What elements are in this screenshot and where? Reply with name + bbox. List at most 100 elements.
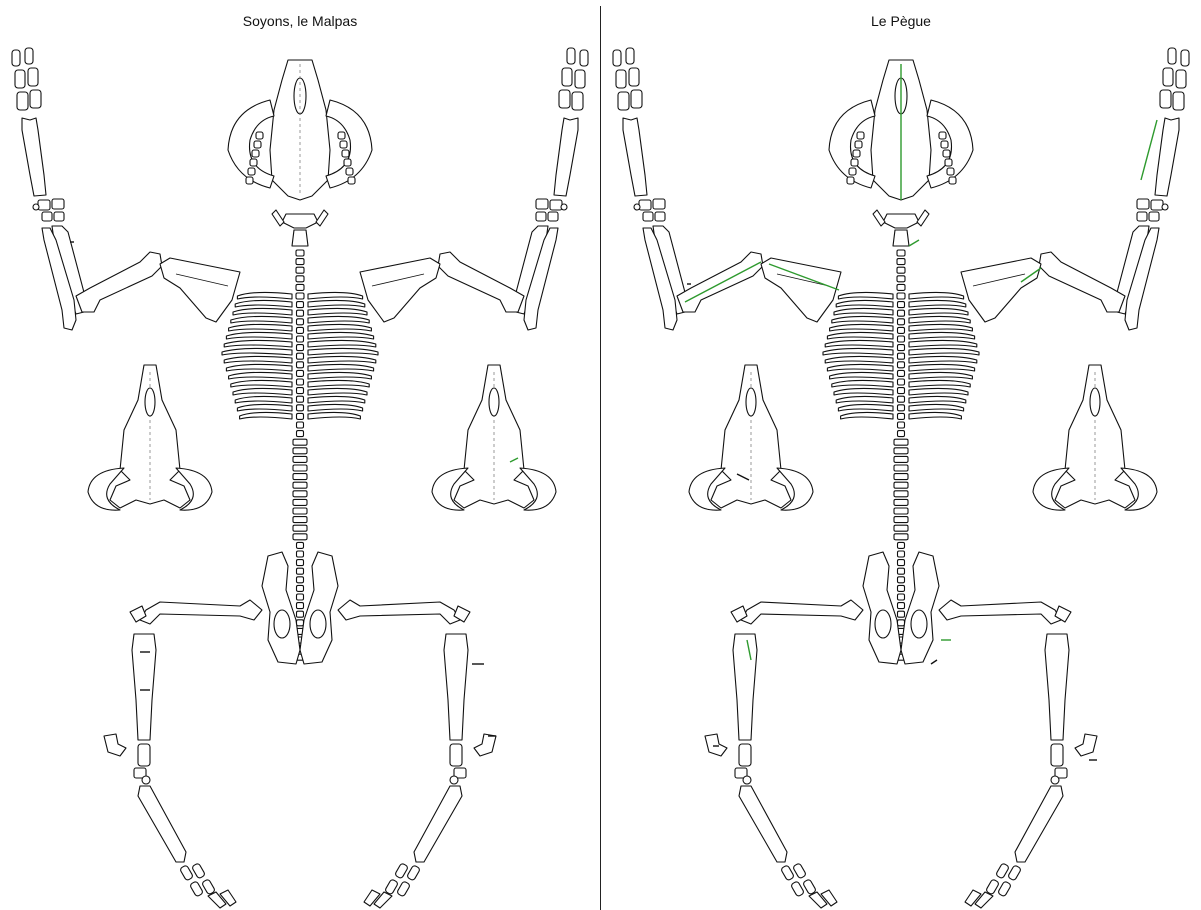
- rib-right: [308, 340, 376, 347]
- tibia-right: [444, 634, 468, 740]
- metatarsal-right: [1015, 786, 1063, 862]
- fracture-line-atlas: [909, 240, 919, 246]
- vertebra: [297, 362, 304, 368]
- rib-right: [308, 292, 363, 299]
- tooth-right: [939, 132, 946, 139]
- phalanx-hind-left: [202, 879, 216, 895]
- tooth-right: [348, 177, 355, 184]
- phalanx-fore-right: [567, 48, 575, 64]
- rib-right: [909, 404, 964, 411]
- phalanx-fore-right: [575, 70, 585, 88]
- tooth-left: [256, 132, 263, 139]
- phalanx-hind-right: [1008, 865, 1022, 881]
- hyoid-left: [272, 210, 284, 226]
- tarsal-left: [705, 734, 727, 756]
- rib-left: [231, 316, 292, 323]
- phalanx-fore-left: [28, 68, 38, 86]
- rib-left: [823, 348, 893, 355]
- tarsal-right: [474, 734, 496, 756]
- vertebra: [894, 517, 908, 523]
- tibia-right: [1045, 634, 1069, 740]
- rib-left: [226, 364, 292, 371]
- scapula-left: [761, 258, 841, 322]
- rib-right: [308, 308, 367, 315]
- rib-left: [222, 348, 292, 355]
- vertebra: [898, 551, 905, 557]
- vertebra: [297, 302, 304, 308]
- phalanx-hind-right: [395, 863, 409, 879]
- phalanx-fore-left: [618, 92, 629, 110]
- rib-left: [237, 292, 292, 299]
- tooth-left: [855, 141, 862, 148]
- phalanx-fore-left: [616, 70, 626, 88]
- vertebra: [293, 534, 307, 540]
- skull-ventral-right: [432, 365, 556, 510]
- vertebra: [898, 611, 905, 617]
- rib-right: [308, 364, 374, 371]
- vertebra: [297, 396, 304, 402]
- rib-right: [909, 324, 972, 331]
- vertebra: [898, 327, 905, 333]
- tarsal-left: [142, 776, 150, 784]
- vertebra: [894, 482, 908, 488]
- rib-left: [231, 380, 292, 387]
- hyoid-right: [316, 210, 328, 226]
- tooth-right: [943, 150, 950, 157]
- tibia-left: [132, 634, 156, 740]
- vertebra: [898, 310, 905, 316]
- vertebra: [894, 448, 908, 454]
- rib-right: [909, 396, 966, 403]
- phalanx-fore-right: [1168, 48, 1176, 64]
- femur-right: [939, 600, 1061, 624]
- vertebra: [297, 422, 304, 428]
- tooth-right: [340, 141, 347, 148]
- carpal-left: [42, 212, 52, 221]
- vertebra: [898, 422, 905, 428]
- rib-left: [838, 292, 893, 299]
- femur-left: [140, 600, 262, 624]
- carpal-right: [536, 212, 546, 221]
- vertebra: [293, 474, 307, 480]
- phalanx-fore-left: [613, 50, 621, 66]
- vertebra: [894, 465, 908, 471]
- vertebra: [297, 603, 304, 609]
- vertebra: [293, 517, 307, 523]
- vertebra: [297, 310, 304, 316]
- humerus-left: [677, 252, 763, 312]
- phalanx-hind-right: [385, 879, 399, 895]
- phalanx-hind-left: [190, 881, 204, 897]
- metatarsal-left: [739, 786, 787, 862]
- phalanx-fore-right: [580, 50, 588, 66]
- phalanx-hind-right: [407, 865, 421, 881]
- panel-soyons-le-malpas: Soyons, le Malpas: [0, 0, 600, 910]
- rib-left: [240, 412, 292, 419]
- scapula-right: [961, 258, 1041, 322]
- rib-left: [233, 388, 292, 395]
- skeleton-diagram-right: [601, 0, 1201, 910]
- phalanx-hind-left: [192, 863, 206, 879]
- tooth-left: [250, 159, 257, 166]
- vertebra: [296, 276, 304, 282]
- sesamoid-right: [1162, 204, 1168, 210]
- phalanx-fore-right: [1181, 50, 1189, 66]
- vertebra: [293, 456, 307, 462]
- vertebra: [898, 319, 905, 325]
- atlas: [282, 214, 318, 228]
- calcaneus-right: [450, 744, 462, 766]
- rib-right: [308, 332, 374, 339]
- carpal-right: [550, 200, 562, 210]
- rib-right: [308, 412, 360, 419]
- phalanx-hind-right: [998, 881, 1012, 897]
- vertebra: [897, 259, 905, 265]
- carpal-right: [1137, 212, 1147, 221]
- vertebra: [898, 353, 905, 359]
- rib-left: [838, 404, 893, 411]
- rib-right: [909, 388, 968, 395]
- vertebra: [293, 491, 307, 497]
- vertebra: [898, 345, 905, 351]
- tooth-left: [849, 168, 856, 175]
- rib-right: [308, 324, 371, 331]
- tarsal-left: [104, 734, 126, 756]
- carpal-left: [52, 199, 64, 209]
- tooth-right: [342, 150, 349, 157]
